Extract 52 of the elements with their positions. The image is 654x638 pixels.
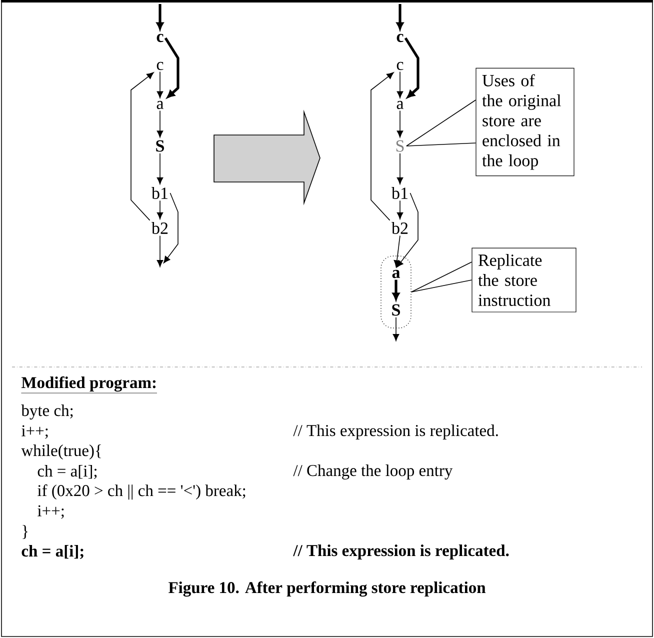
code-line: byte ch; bbox=[21, 404, 73, 420]
arrow bbox=[164, 37, 180, 98]
block-label: b1 bbox=[152, 187, 168, 199]
block-label: b2 bbox=[152, 222, 168, 234]
code-line: ch = a[i]; bbox=[38, 465, 97, 479]
code-line: } bbox=[22, 525, 28, 539]
code-line: ch = a[i]; bbox=[22, 545, 84, 559]
block-label: a bbox=[392, 270, 400, 278]
code-line: // This expression is replicated. bbox=[293, 424, 498, 440]
arrow bbox=[156, 235, 164, 267]
block-label: S bbox=[396, 140, 404, 152]
arrow bbox=[163, 192, 178, 264]
arrow bbox=[396, 200, 404, 220]
code-line: // This expression is replicated. bbox=[293, 544, 509, 560]
arrow bbox=[396, 110, 404, 138]
code-line: while(true){ bbox=[21, 444, 101, 460]
block-label: c bbox=[156, 34, 164, 42]
figure-caption: Figure 10. After performing store replication bbox=[168, 581, 486, 597]
arrow bbox=[156, 200, 164, 220]
dotted-group bbox=[380, 256, 412, 328]
block-label: S bbox=[392, 304, 400, 316]
code-line: // Change the loop entry bbox=[293, 464, 453, 480]
arrow bbox=[396, 153, 404, 184]
block-label: a bbox=[396, 100, 404, 110]
callout-box: Uses of the original store are enclosed in the loop bbox=[476, 68, 574, 176]
arrow bbox=[156, 110, 164, 138]
leader-line bbox=[410, 262, 472, 292]
arrow bbox=[394, 235, 400, 268]
block-label: c bbox=[156, 62, 164, 70]
section-heading: Modified program: bbox=[21, 376, 158, 394]
leader-line bbox=[406, 100, 476, 146]
block-label: S bbox=[156, 140, 164, 152]
code-line: i++; bbox=[22, 425, 48, 439]
block-label: a bbox=[156, 100, 164, 110]
arrow bbox=[396, 71, 404, 98]
arrow bbox=[396, 192, 418, 268]
block-label: c bbox=[396, 34, 404, 42]
arrow bbox=[156, 4, 164, 30]
arrow bbox=[130, 72, 154, 221]
code-line: if (0x20 > ch || ch == '<') break; bbox=[38, 484, 246, 500]
code-line: i++; bbox=[38, 505, 64, 519]
block-label: c bbox=[396, 62, 404, 70]
arrow bbox=[156, 71, 164, 98]
block-label: b1 bbox=[392, 187, 408, 199]
arrow bbox=[396, 4, 404, 30]
callout-box: Replicate the store instruction bbox=[472, 248, 576, 312]
block-label: b2 bbox=[392, 222, 408, 234]
arrow bbox=[404, 37, 420, 98]
arrow bbox=[156, 153, 164, 184]
arrow bbox=[392, 317, 400, 341]
arrow bbox=[370, 72, 394, 221]
arrow bbox=[392, 280, 400, 300]
